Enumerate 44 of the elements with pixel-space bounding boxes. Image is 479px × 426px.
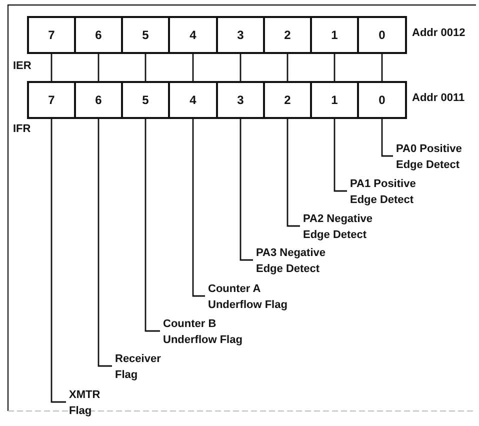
bit-cell: 1 [310, 16, 359, 54]
bit-description: Receiver Flag [115, 351, 173, 383]
register-name: IER [13, 60, 32, 72]
leader-line [98, 119, 112, 367]
connector-line [286, 54, 288, 81]
connector-line [381, 54, 383, 81]
bit-cell: 6 [74, 81, 123, 119]
bit-cell: 5 [121, 81, 170, 119]
bit-description: PA2 Negative Edge Detect [303, 211, 385, 243]
bit-description: Counter B Underflow Flag [163, 316, 255, 348]
bit-cell: 5 [121, 16, 170, 54]
bit-cell: 3 [216, 81, 265, 119]
bit-cell: 4 [168, 16, 218, 54]
leader-line [240, 119, 253, 261]
bit-description: PA0 Positive Edge Detect [396, 141, 478, 173]
register-name: IFR [13, 123, 31, 135]
connector-line [98, 54, 100, 81]
bit-description: Counter A Underflow Flag [208, 281, 300, 313]
leader-line [286, 119, 300, 227]
leader-line [144, 119, 160, 332]
connector-line [240, 54, 242, 81]
bit-cell: 4 [168, 81, 218, 119]
bit-description: XMTR Flag [69, 387, 111, 419]
leader-line [50, 119, 66, 403]
address-label: Addr 0012 [412, 27, 466, 39]
bit-description: PA1 Positive Edge Detect [350, 176, 432, 208]
bit-cell: 0 [357, 16, 407, 54]
leader-line [192, 119, 205, 297]
connector-line [144, 54, 146, 81]
bit-description: PA3 Negative Edge Detect [256, 245, 338, 277]
connector-line [50, 54, 52, 81]
bit-cell: 0 [357, 81, 407, 119]
address-label: Addr 0011 [412, 92, 465, 104]
connector-line [192, 54, 194, 81]
bit-cell: 7 [27, 16, 76, 54]
bit-cell: 2 [263, 16, 312, 54]
leader-line [334, 119, 347, 192]
connector-line [334, 54, 336, 81]
bit-cell: 6 [74, 16, 123, 54]
bit-cell: 7 [27, 81, 76, 119]
leader-line [381, 119, 393, 157]
bit-cell: 3 [216, 16, 265, 54]
bit-cell: 2 [263, 81, 312, 119]
bit-cell: 1 [310, 81, 359, 119]
